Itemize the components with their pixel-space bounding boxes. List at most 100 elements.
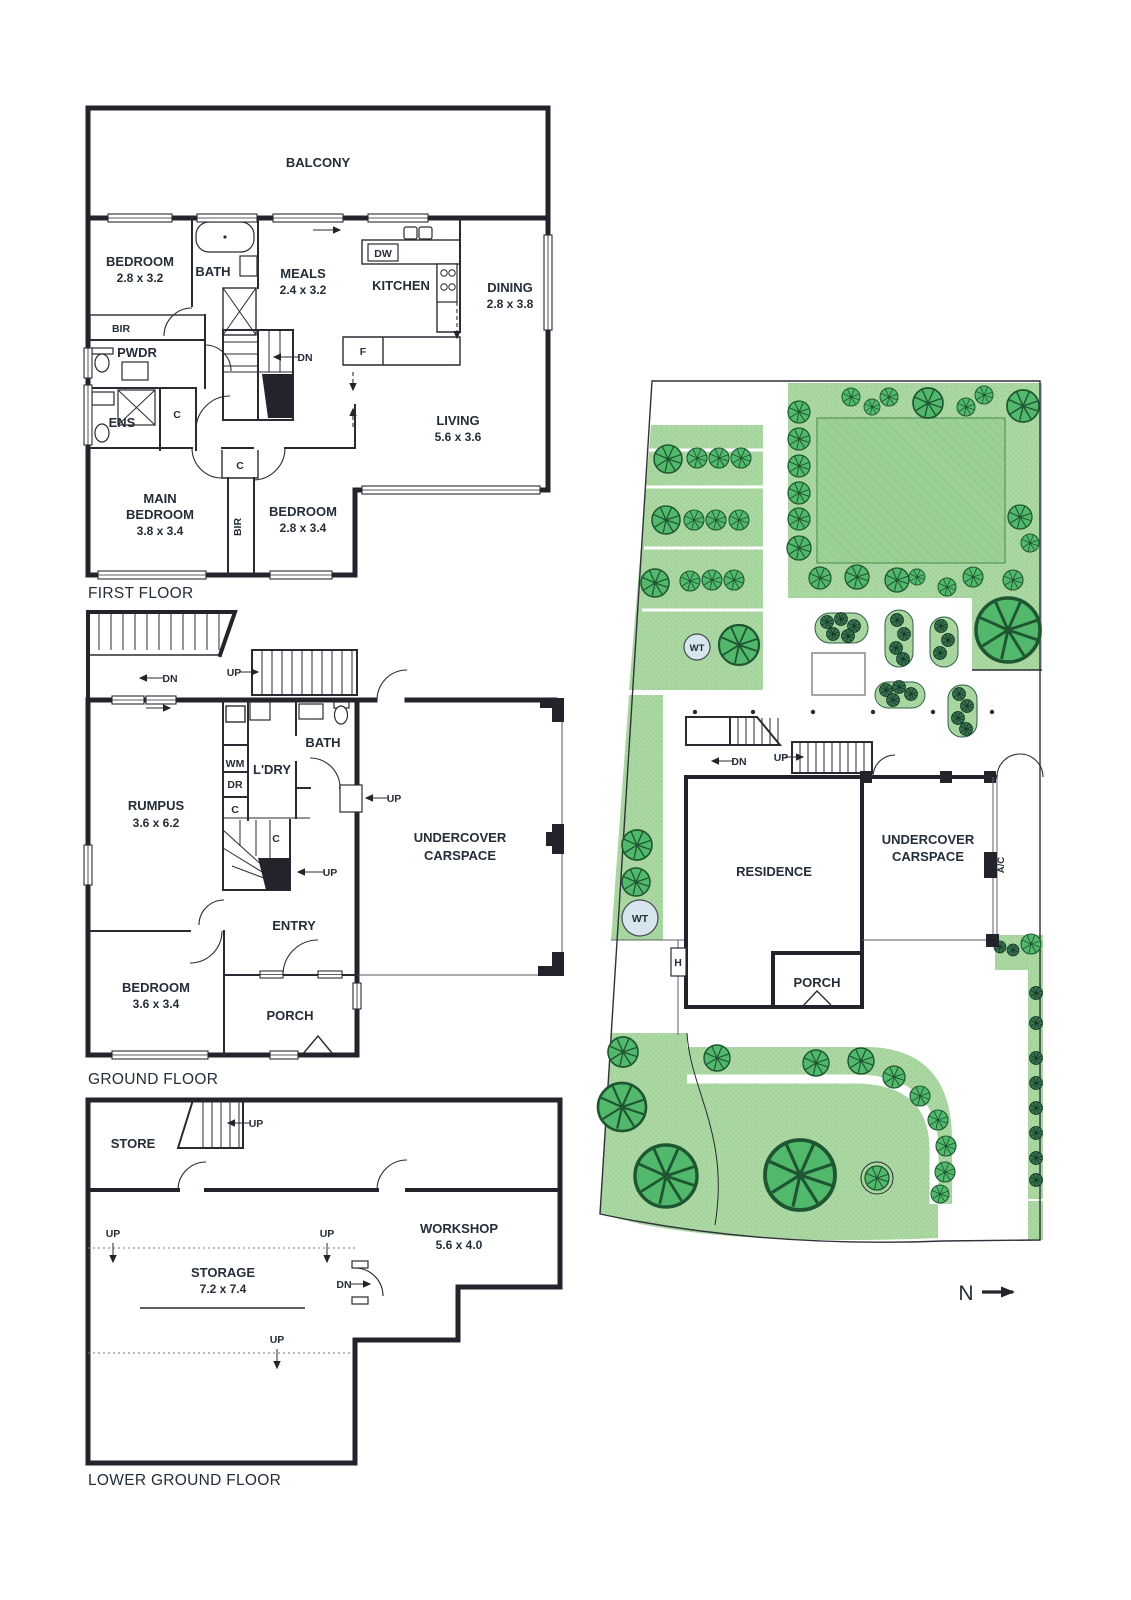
laundry-trough: [249, 701, 271, 721]
site-carspace-label2: CARSPACE: [892, 849, 964, 864]
lg-up-lower-label: UP: [270, 1334, 285, 1346]
tree-icon: [956, 397, 976, 417]
gf-carspace-label1: UNDERCOVER: [414, 830, 507, 845]
tree-icon: [802, 1049, 830, 1077]
stove: [436, 263, 458, 303]
storage-label: STORAGE: [191, 1265, 255, 1280]
tree-icon: [787, 507, 811, 531]
shrub-icon: [951, 711, 965, 725]
shrub-icon: [896, 652, 910, 666]
rumpus-label: RUMPUS: [128, 798, 185, 813]
tree-icon: [651, 505, 681, 535]
gf-dn-label: DN: [162, 673, 177, 685]
tree-icon: [974, 385, 994, 405]
entry-label: ENTRY: [272, 918, 316, 933]
gf-carspace-label2: CARSPACE: [424, 848, 496, 863]
shrub-icon: [892, 680, 906, 694]
windows-layer: [83, 213, 553, 1060]
pwdr-cistern: [91, 347, 114, 355]
h-marker-label: H: [674, 957, 682, 969]
kitchen-label: KITCHEN: [372, 278, 430, 293]
tree-icon: [717, 623, 761, 667]
tree-icon: [974, 596, 1042, 664]
tree-icon: [927, 1109, 949, 1131]
main-bedroom-label2: BEDROOM: [126, 507, 194, 522]
ground-floor-title: GROUND FLOOR: [88, 1071, 218, 1088]
bath-label: BATH: [195, 264, 230, 279]
shrub-icon: [841, 629, 855, 643]
stairs-first-floor: [222, 329, 294, 421]
site-dn-label: DN: [731, 756, 746, 768]
tree-icon: [1007, 504, 1033, 530]
main-bedroom-dim: 3.8 x 3.4: [137, 524, 184, 538]
tree-icon: [653, 444, 683, 474]
water-tank: [621, 899, 659, 937]
tree-icon: [596, 1081, 648, 1133]
gf-closet1-label: C: [231, 804, 239, 816]
shrub-icon: [1029, 1101, 1043, 1115]
site-plan: WT WT DN UP: [596, 380, 1044, 1305]
site-boundary: [599, 380, 1041, 1243]
gf-up-entry-label: UP: [387, 793, 402, 805]
gf-up-stairs-label: UP: [323, 867, 338, 879]
tree-icon: [701, 569, 723, 591]
bir-robe-label: BIR: [232, 518, 244, 537]
closet-label: C: [173, 409, 181, 421]
shrub-icon: [834, 612, 848, 626]
living-dim: 5.6 x 3.6: [435, 430, 482, 444]
pwdr-basin: [121, 361, 149, 381]
bedroom1-dim: 2.8 x 3.2: [117, 271, 164, 285]
ens-basin: [91, 391, 115, 406]
water-tank: [683, 633, 711, 661]
tree-icon: [728, 509, 750, 531]
tree-icon: [621, 829, 653, 861]
tree-icon: [640, 568, 670, 598]
balcony-label: BALCONY: [286, 155, 351, 170]
shrub-icon: [889, 641, 903, 655]
stairs-ground-floor: [222, 817, 310, 891]
north-arrow: N: [958, 1282, 1015, 1305]
tree-icon: [703, 1044, 731, 1072]
tree-icon: [723, 569, 745, 591]
first-floor-plan: BALCONY BEDROOM 2.8 x 3.2 BATH MEALS 2.4…: [85, 105, 551, 602]
shrub-icon: [826, 627, 840, 641]
tree-icon: [879, 387, 899, 407]
gf-bedroom-dim: 3.6 x 3.4: [133, 997, 180, 1011]
gf-bath-basin: [298, 703, 324, 720]
residence-label: RESIDENCE: [736, 864, 812, 879]
tree-icon: [705, 509, 727, 531]
tree-ring: [860, 1161, 894, 1195]
lg-dn-label: DN: [336, 1279, 351, 1291]
dining-dim: 2.8 x 3.8: [487, 297, 534, 311]
gf-up-rear-label: UP: [227, 667, 242, 679]
tree-icon: [708, 447, 730, 469]
shrub-icon: [941, 633, 955, 647]
shrub-icon: [886, 693, 900, 707]
lg-up-left-label: UP: [106, 1228, 121, 1240]
tree-icon: [679, 570, 701, 592]
gf-bedroom-label: BEDROOM: [122, 980, 190, 995]
bath-basin: [239, 255, 258, 277]
shrub-icon: [933, 646, 947, 660]
tree-icon: [844, 564, 870, 590]
tree-icon: [935, 1135, 957, 1157]
shrub-icon: [904, 687, 918, 701]
shrub-icon: [1029, 1051, 1043, 1065]
meals-dim: 2.4 x 3.2: [280, 283, 327, 297]
shrub-icon: [1029, 1016, 1043, 1030]
tree-icon: [882, 1065, 906, 1089]
workshop-label: WORKSHOP: [420, 1221, 498, 1236]
tree-icon: [787, 454, 811, 478]
gf-porch-label: PORCH: [267, 1008, 314, 1023]
closet-label: C: [236, 460, 244, 472]
shrub-icon: [890, 613, 904, 627]
shrub-icon: [1006, 943, 1020, 957]
first-floor-title: FIRST FLOOR: [88, 585, 194, 602]
rear-bed-rows: [629, 425, 763, 690]
lower-ground-floor-title: LOWER GROUND FLOOR: [88, 1472, 281, 1489]
dr-label: DR: [227, 779, 243, 791]
tree-icon: [763, 1138, 837, 1212]
water-tank-label: WT: [632, 913, 649, 925]
meals-label: MEALS: [280, 266, 326, 281]
tree-icon: [912, 387, 944, 419]
